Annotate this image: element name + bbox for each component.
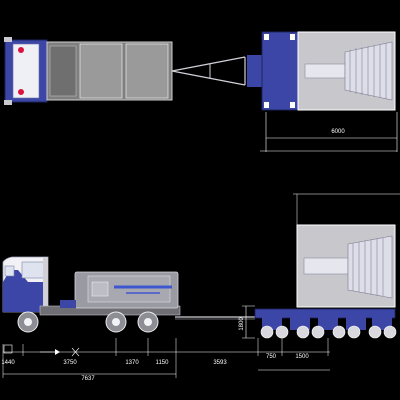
dimension-label: 1500: [295, 354, 309, 360]
dimension-cargo-height: 1800: [239, 305, 255, 339]
marker-dot-icon: [18, 89, 24, 95]
dimension-label: 1370: [125, 360, 139, 366]
ucs-icon: [3, 344, 80, 357]
dimension-label: 6000: [331, 129, 345, 135]
marker-dot-icon: [18, 47, 24, 53]
truck-side-view: [2, 256, 255, 333]
drawbar: [171, 56, 246, 86]
dimension-label: 3593: [213, 360, 227, 366]
truck-top-view: 6000: [4, 31, 398, 152]
dimension-top-length: 6000: [265, 112, 398, 152]
dimension-label: 1800: [239, 317, 245, 331]
trailer-top: [247, 31, 396, 111]
dimension-label: 3750: [63, 360, 77, 366]
dimension-chain-bottom: 1440 3750 1370 1150 3593 750 1500 7637: [1, 338, 330, 382]
dimension-label: 7637: [81, 376, 95, 382]
turbine-rotor-icon: [303, 235, 393, 299]
dimension-label: 1150: [156, 360, 170, 366]
dimension-label: 750: [266, 354, 277, 360]
dimension-label: 1440: [1, 360, 15, 366]
multi-axle-trailer: [254, 193, 400, 339]
turbine-rotor-icon: [304, 41, 393, 101]
